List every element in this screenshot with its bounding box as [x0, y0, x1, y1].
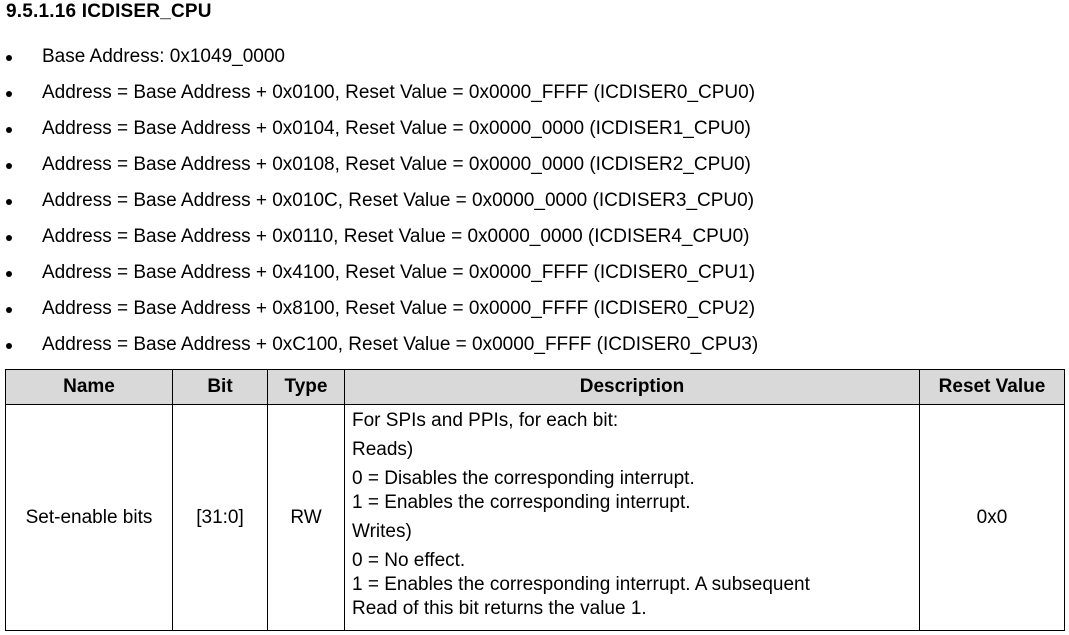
cell-name: Set-enable bits [5, 404, 173, 631]
list-item-text: Address = Base Address + 0x8100, Reset V… [42, 298, 756, 319]
bullet-icon [6, 271, 12, 277]
list-item-text: Address = Base Address + 0x010C, Reset V… [42, 190, 755, 211]
list-item-text: Address = Base Address + 0x4100, Reset V… [42, 262, 756, 283]
bullet-icon [6, 91, 12, 97]
list-item: Address = Base Address + 0x0108, Reset V… [0, 153, 758, 189]
bullet-icon [6, 307, 12, 313]
list-item: Address = Base Address + 0x4100, Reset V… [0, 261, 758, 297]
bullet-icon [6, 163, 12, 169]
bullet-icon [6, 199, 12, 205]
list-item-text: Address = Base Address + 0xC100, Reset V… [42, 334, 759, 355]
description-line: 1 = Enables the corresponding interrupt.… [352, 574, 810, 595]
table-row: Set-enable bits [31:0] RW For SPIs and P… [5, 404, 1065, 631]
bullet-icon [6, 235, 12, 241]
description-line: 0 = Disables the corresponding interrupt… [352, 468, 695, 489]
description-line: 1 = Enables the corresponding interrupt. [352, 492, 691, 513]
description-line: Read of this bit returns the value 1. [352, 598, 647, 619]
list-item: Address = Base Address + 0x010C, Reset V… [0, 189, 758, 225]
description-line: For SPIs and PPIs, for each bit: [352, 410, 619, 431]
list-item-text: Address = Base Address + 0x0110, Reset V… [42, 226, 750, 247]
list-item: Address = Base Address + 0x0100, Reset V… [0, 81, 758, 117]
header-name: Name [5, 369, 173, 405]
list-item-text: Address = Base Address + 0x0104, Reset V… [42, 118, 751, 139]
list-item: Address = Base Address + 0xC100, Reset V… [0, 333, 758, 369]
list-item: Base Address: 0x1049_0000 [0, 45, 758, 81]
table-header-row: Name Bit Type Description Reset Value [5, 369, 1065, 405]
description-line: Reads) [352, 439, 414, 460]
register-address-list: Base Address: 0x1049_0000 Address = Base… [0, 45, 758, 369]
list-item-text: Base Address: 0x1049_0000 [42, 46, 285, 67]
cell-bit: [31:0] [172, 404, 268, 631]
list-item: Address = Base Address + 0x8100, Reset V… [0, 297, 758, 333]
bullet-icon [6, 127, 12, 133]
list-item-text: Address = Base Address + 0x0100, Reset V… [42, 82, 756, 103]
cell-description: For SPIs and PPIs, for each bit: Reads) … [344, 404, 920, 631]
bullet-icon [6, 55, 12, 61]
register-field-table: Name Bit Type Description Reset Value Se… [5, 369, 1065, 631]
bullet-icon [6, 343, 12, 349]
list-item: Address = Base Address + 0x0110, Reset V… [0, 225, 758, 261]
header-reset-value: Reset Value [919, 369, 1065, 405]
list-item: Address = Base Address + 0x0104, Reset V… [0, 117, 758, 153]
header-bit: Bit [172, 369, 268, 405]
header-description: Description [344, 369, 920, 405]
section-title: 9.5.1.16 ICDISER_CPU [6, 1, 212, 22]
description-line: 0 = No effect. [352, 550, 466, 571]
description-line: Writes) [352, 521, 412, 542]
list-item-text: Address = Base Address + 0x0108, Reset V… [42, 154, 751, 175]
cell-reset-value: 0x0 [919, 404, 1065, 631]
header-type: Type [267, 369, 345, 405]
cell-type: RW [267, 404, 345, 631]
